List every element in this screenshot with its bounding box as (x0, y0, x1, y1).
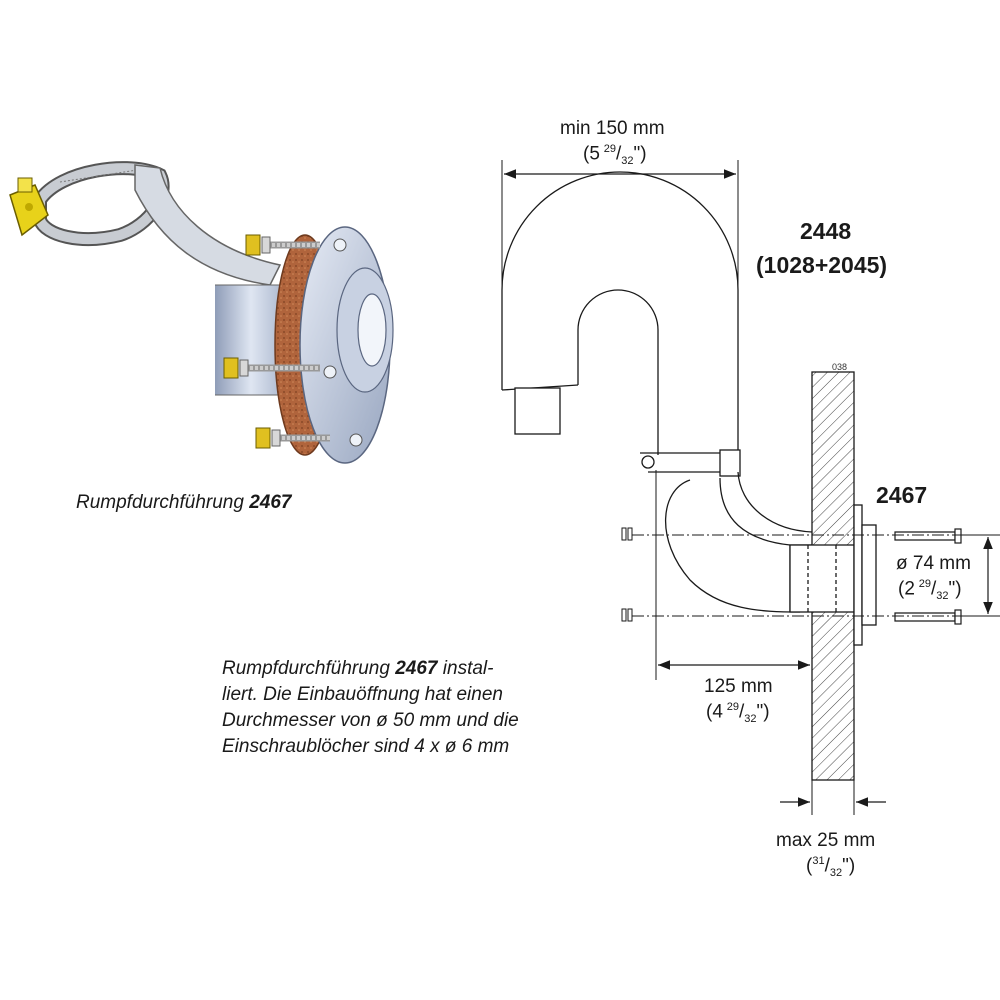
diameter-inch: (2 29/32") (898, 578, 962, 603)
photo-caption-text: Rumpfdurchführung (76, 492, 244, 513)
through-hull-illustration (9, 161, 394, 464)
diameter-mm: ø 74 mm (896, 553, 971, 574)
photo-caption-part: 2467 (249, 492, 292, 513)
part-label-through-hull: 2467 (876, 482, 928, 508)
extension-lines (501, 160, 995, 815)
install-note-line4: Einschraublöcher sind 4 x ø 6 mm (222, 736, 510, 757)
mounting-strap (134, 164, 282, 286)
length-mm: 125 mm (704, 676, 773, 697)
photo-caption: Rumpfdurchführung 2467 (76, 492, 292, 514)
top-width-inch: (5 29/32") (583, 143, 647, 168)
top-width-mm: min 150 mm (560, 118, 665, 139)
length-inch: (4 29/32") (706, 701, 770, 726)
flange (299, 226, 394, 464)
wall-inch: (31/32") (806, 855, 856, 880)
bolt-top (245, 234, 320, 256)
install-note-part: 2467 (395, 658, 438, 679)
wall-code: 038 (832, 362, 848, 372)
bolt-bottom (255, 427, 330, 449)
install-note-prefix: Rumpfdurchführung (222, 658, 390, 679)
part-label-gooseneck: 2448 (800, 218, 852, 244)
install-note: Rumpfdurchführung 2467 instal- liert. Di… (222, 656, 519, 760)
install-note-line3: Durchmesser von ø 50 mm und die (222, 710, 519, 731)
install-note-line1: Rumpfdurchführung 2467 instal- (222, 656, 519, 682)
small-markers (621, 527, 633, 622)
clamp-connector (9, 177, 49, 237)
screws (894, 528, 962, 625)
bolt-middle (223, 357, 320, 379)
part-label-gooseneck-sub: (1028+2045) (756, 252, 888, 278)
wall-mm: max 25 mm (776, 830, 876, 851)
install-note-line2: liert. Die Einbauöffnung hat einen (222, 684, 503, 705)
gooseneck-drawing (501, 171, 813, 613)
install-note-suffix: instal- (442, 658, 494, 679)
through-hull-fitting (789, 504, 877, 646)
center-lines (632, 534, 1000, 617)
